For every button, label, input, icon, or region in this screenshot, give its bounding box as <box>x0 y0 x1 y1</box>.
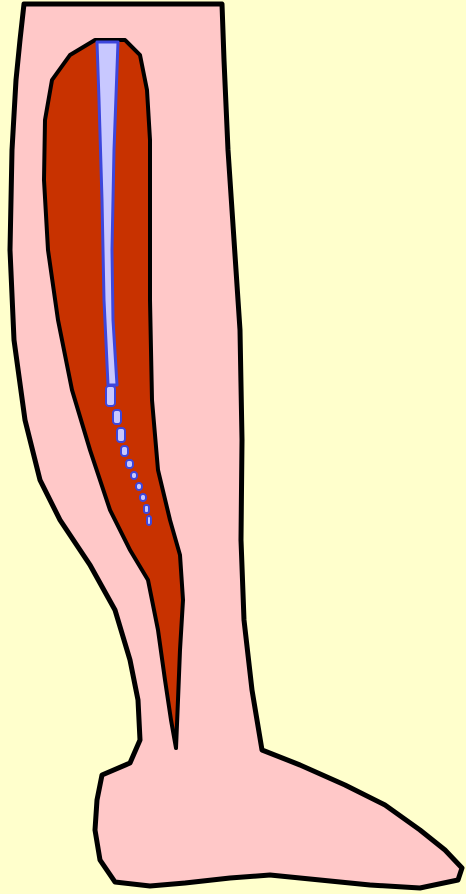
tendon-fibre <box>147 516 151 525</box>
tendon-fibre <box>126 460 133 468</box>
tendon-fibre <box>117 428 125 442</box>
tendon-fibre <box>113 410 121 424</box>
tendon-fibre <box>140 494 146 501</box>
tendon-fibre <box>144 505 149 513</box>
tendon-fibre <box>136 483 142 490</box>
tendon-fibre <box>106 386 115 406</box>
tendon-fibre <box>121 446 128 456</box>
tendon-fibre <box>131 472 137 479</box>
